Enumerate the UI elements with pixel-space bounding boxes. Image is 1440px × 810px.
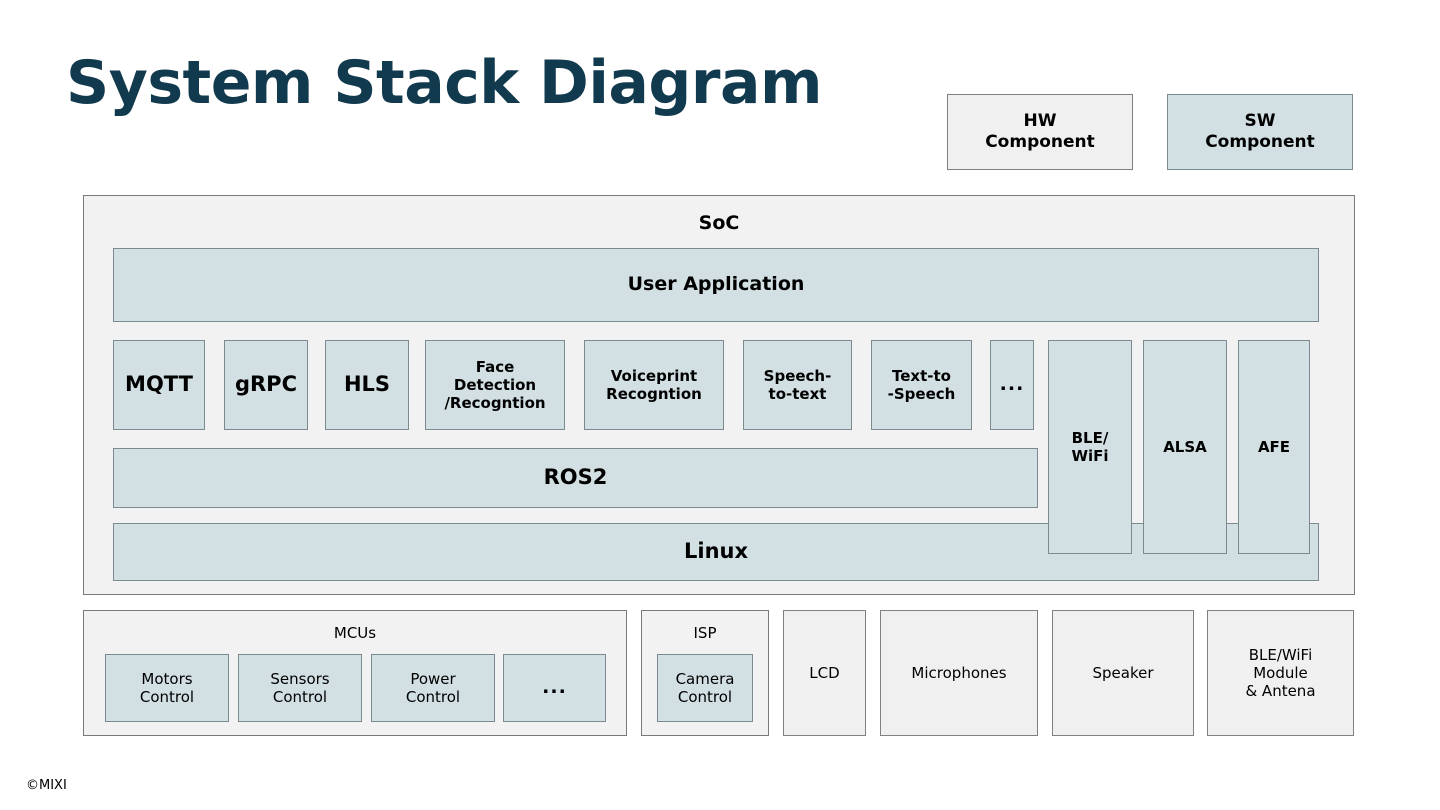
legend-hw-component: HW Component	[947, 94, 1133, 170]
soc-user-application: User Application	[113, 248, 1319, 322]
soc-module-face-detection: Face Detection /Recogntion	[425, 340, 565, 430]
soc-layer-ros2: ROS2	[113, 448, 1038, 508]
soc-module-speech-to-text: Speech- to-text	[743, 340, 852, 430]
hw-device-lcd: LCD	[783, 610, 866, 736]
soc-module-more: ...	[990, 340, 1034, 430]
hw-mcus-item-more: ...	[503, 654, 606, 722]
soc-stack-afe: AFE	[1238, 340, 1310, 554]
hw-device-microphones: Microphones	[880, 610, 1038, 736]
soc-module-grpc: gRPC	[224, 340, 308, 430]
soc-stack-ble-wifi: BLE/ WiFi	[1048, 340, 1132, 554]
page-title: System Stack Diagram	[66, 48, 822, 118]
soc-module-text-to-speech: Text-to -Speech	[871, 340, 972, 430]
soc-module-hls: HLS	[325, 340, 409, 430]
hw-mcus-item-sensors-control: Sensors Control	[238, 654, 362, 722]
hw-mcus-item-power-control: Power Control	[371, 654, 495, 722]
hw-mcus-label: MCUs	[333, 624, 377, 642]
hw-device-speaker: Speaker	[1052, 610, 1194, 736]
hw-isp-item-camera-control: Camera Control	[657, 654, 753, 722]
soc-label: SoC	[698, 212, 740, 234]
legend-sw-component: SW Component	[1167, 94, 1353, 170]
soc-module-voiceprint-recognition: Voiceprint Recogntion	[584, 340, 724, 430]
hw-mcus-item-motors-control: Motors Control	[105, 654, 229, 722]
copyright-notice: ©MIXI	[26, 778, 67, 793]
hw-isp-label: ISP	[693, 624, 717, 642]
soc-module-mqtt: MQTT	[113, 340, 205, 430]
hw-device-ble-wifi-module: BLE/WiFi Module & Antena	[1207, 610, 1354, 736]
soc-layer-linux: Linux	[113, 523, 1319, 581]
soc-stack-alsa: ALSA	[1143, 340, 1227, 554]
